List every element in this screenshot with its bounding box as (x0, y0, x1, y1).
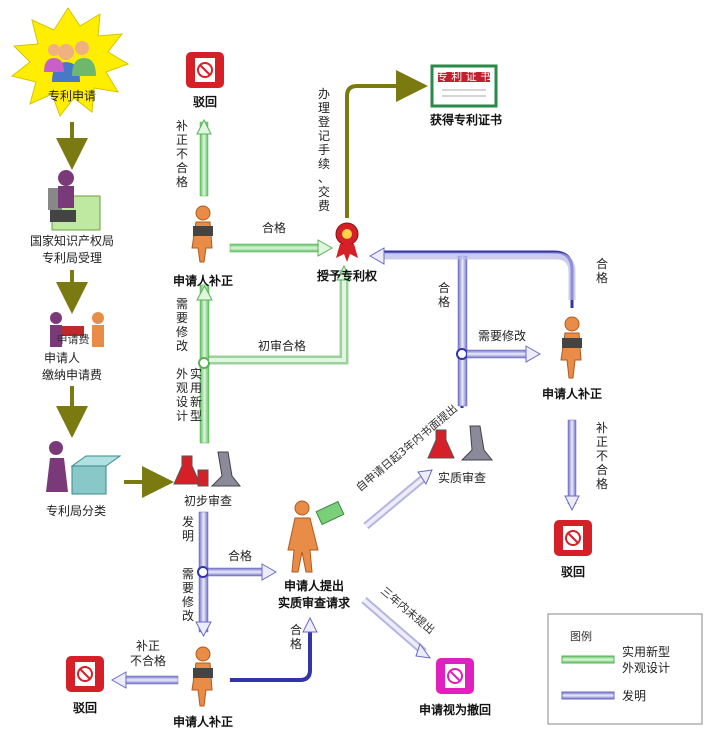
fail-top-label: 补正不合格 (176, 119, 188, 189)
request-label-1: 申请人提出 (284, 578, 344, 593)
right-fail-label: 补正不合格 (596, 421, 608, 491)
invention-label: 发明 (182, 514, 194, 543)
microscope-icon-2 (460, 425, 494, 461)
start-label: 专利申请 (48, 88, 96, 103)
pay-node: 申请费 申请人 缴纳申请费 (42, 312, 104, 382)
pass-top-label: 合格 (262, 220, 286, 235)
office-label-1: 国家知识产权局 (30, 233, 114, 248)
legend-green-swatch (561, 655, 615, 664)
book-icon (193, 226, 213, 236)
correct-top-label: 申请人补正 (173, 273, 233, 288)
substantive-label: 实质审查 (438, 470, 486, 485)
legend-green-1: 实用新型 (622, 644, 670, 659)
request-label-2: 实质审查请求 (278, 595, 351, 610)
book-icon-2 (562, 338, 582, 348)
reject-bottom-node: 驳回 (66, 656, 104, 715)
book-icon-3 (193, 668, 213, 678)
flask-icon-2 (427, 429, 455, 459)
office-label-2: 专利局受理 (42, 250, 102, 265)
reject-right-node: 驳回 (554, 520, 592, 579)
fail-bottom-label-2: 不合格 (130, 653, 166, 668)
grant-node: 授予专利权 (317, 222, 378, 283)
classify-label: 专利局分类 (46, 503, 106, 518)
withdraw-node: 申请视为撤回 (419, 658, 491, 717)
reject-top-node: 驳回 (186, 52, 224, 109)
right-pass-label: 合格 (596, 256, 608, 285)
document-icon (315, 500, 345, 526)
star-burst-icon (10, 7, 130, 118)
flask-icon (173, 455, 201, 485)
legend-blue: 发明 (622, 688, 646, 703)
utility-label: 实用新型外观设计 (176, 366, 202, 423)
correct-top-node: 申请人补正 (173, 205, 233, 288)
certificate-node: 专 利 证 书 获得专利证书 (429, 64, 502, 127)
prelim-pass-label: 初审合格 (258, 338, 306, 353)
fee-tag: 申请费 (57, 333, 90, 346)
grant-label: 授予专利权 (317, 268, 378, 283)
correct-bottom-node: 申请人补正 (173, 646, 233, 729)
legend-title: 图例 (570, 629, 592, 643)
microscope-icon (210, 451, 242, 487)
prelim-label: 初步审查 (184, 493, 232, 508)
sub-pass-label: 合格 (438, 280, 450, 309)
register-label: 办理登记手续、交费 (318, 86, 330, 213)
pass-bottom-label: 合格 (290, 622, 302, 651)
fail-bottom-label-1: 补正 (136, 639, 160, 653)
legend: 图例 实用新型 外观设计 发明 (547, 613, 703, 725)
fee-box-icon (62, 326, 84, 336)
sub-need-label: 需要修改 (478, 328, 526, 343)
substantive-node: 实质审查 (427, 425, 494, 485)
classify-node: 专利局分类 (46, 441, 122, 518)
pay-label-2: 缴纳申请费 (42, 367, 102, 382)
reject-right-label: 驳回 (561, 565, 585, 579)
pay-label-1: 申请人 (44, 351, 80, 365)
request-node: 申请人提出 实质审查请求 (278, 500, 351, 610)
legend-blue-swatch (561, 691, 615, 700)
withdraw-label: 申请视为撤回 (419, 702, 491, 717)
not3-label: 三年内未提出 (378, 584, 438, 637)
pass-mid-label: 合格 (228, 548, 252, 563)
need-fix-left-label: 需要修改 (176, 297, 188, 353)
correct-right-label: 申请人补正 (542, 386, 602, 401)
legend-green-2: 外观设计 (622, 661, 670, 675)
reject-top-label: 驳回 (193, 95, 217, 109)
cert-banner: 专 利 证 书 (437, 69, 492, 83)
need-fix-mid-label: 需要修改 (182, 567, 194, 623)
office-node: 国家知识产权局 专利局受理 (30, 170, 114, 265)
reject-bottom-label: 驳回 (73, 701, 97, 715)
box-icon (71, 465, 107, 495)
start-node: 专利申请 (10, 7, 130, 118)
correct-bottom-label: 申请人补正 (173, 714, 233, 729)
certificate-label: 获得专利证书 (429, 112, 502, 127)
prelim-node: 初步审查 (173, 451, 242, 508)
correct-right-node: 申请人补正 (542, 316, 602, 401)
